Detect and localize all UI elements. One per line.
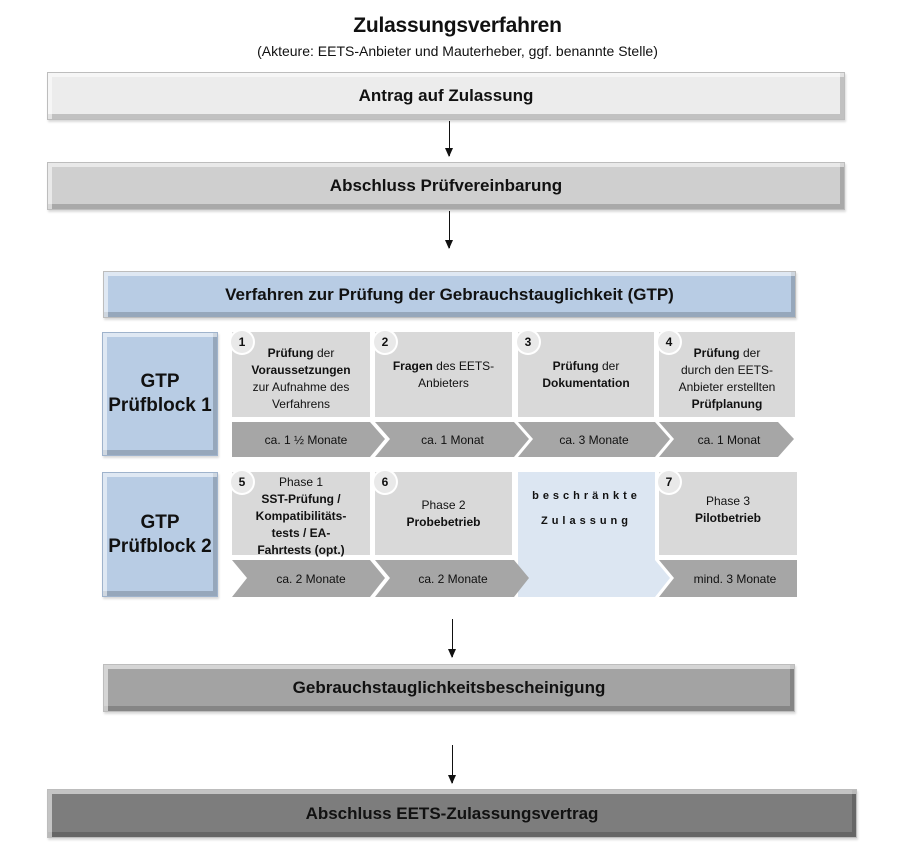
- duration-7: mind. 3 Monate: [693, 571, 777, 586]
- chevron-7: [659, 560, 797, 597]
- chevron-2: [375, 422, 529, 457]
- cell-2-bold1: Fragen: [392, 358, 433, 373]
- diagram-subtitle: (Akteure: EETS-Anbieter und Mauterheber,…: [257, 43, 658, 59]
- block-1-line1: GTP: [140, 371, 180, 392]
- cell-4: Prüfung der durch den EETS- Anbieter ers…: [659, 332, 795, 417]
- step-vertrag: Abschluss EETS-Zulassungsvertrag: [47, 789, 857, 838]
- block-1-chevron-row: [232, 422, 794, 457]
- cell-4-bold1: Prüfung: [693, 345, 740, 360]
- diagram-title: Zulassungsverfahren: [353, 14, 562, 37]
- restricted-line1: beschränkte: [532, 490, 641, 502]
- cell-5-bold2: Kompatibilitäts-: [255, 509, 347, 523]
- step-bescheinigung: Gebrauchstauglichkeitsbescheinigung: [103, 664, 795, 712]
- chevron-4: [659, 422, 794, 457]
- step-number-badge: 6: [374, 471, 396, 493]
- arrow-down-icon: [445, 211, 453, 249]
- step-antrag: Antrag auf Zulassung: [47, 72, 845, 120]
- cell-5: Phase 1 SST-Prüfung / Kompatibilitäts- t…: [232, 472, 370, 557]
- cell-4-bold2: Prüfplanung: [691, 396, 763, 411]
- cell-7-bold1: Pilotbetrieb: [694, 510, 761, 525]
- cell-7: Phase 3 Pilotbetrieb: [659, 472, 797, 555]
- step-number-badge: 4: [658, 331, 680, 353]
- duration-6: ca. 2 Monate: [418, 571, 488, 586]
- cell-2: Fragen des EETS- Anbieters: [375, 332, 512, 417]
- step-number-badge: 2: [374, 331, 396, 353]
- duration-4: ca. 1 Monat: [697, 432, 761, 447]
- cell-2-text1: des EETS-: [432, 358, 495, 373]
- step-number-badge: 7: [658, 471, 680, 493]
- cell-1-text2: zur Aufnahme des: [252, 379, 350, 394]
- cell-3-bold2: Dokumentation: [542, 375, 630, 390]
- step-bescheinigung-label: Gebrauchstauglichkeitsbescheinigung: [292, 678, 606, 697]
- chevron-1: [232, 422, 385, 457]
- chevron-restricted: [518, 560, 670, 597]
- step-pruefvereinbarung: Abschluss Prüfvereinbarung: [47, 162, 845, 210]
- cell-6: Phase 2 Probebetrieb: [375, 472, 512, 555]
- step-number-badge: 5: [231, 471, 253, 493]
- cell-5-bold1: SST-Prüfung /: [261, 492, 341, 506]
- duration-2: ca. 1 Monat: [421, 432, 484, 447]
- block-2-line1: GTP: [140, 511, 180, 533]
- step-vertrag-label: Abschluss EETS-Zulassungsvertrag: [305, 803, 599, 823]
- cell-5-text1: Phase 1: [278, 475, 324, 489]
- restricted-line2: Zulassung: [540, 515, 632, 527]
- step-number-badge: 3: [517, 331, 539, 353]
- cell-6-text1: Phase 2: [421, 497, 466, 512]
- block-1-label: GTP Prüfblock 1: [102, 332, 218, 456]
- cell-5-bold4: Fahrtests (opt.): [257, 543, 345, 557]
- block-2-chevron-row: [232, 560, 797, 597]
- cell-4-text1: der: [739, 345, 761, 360]
- cell-1-bold1: Prüfung: [267, 345, 314, 360]
- cell-6-bold1: Probebetrieb: [406, 514, 481, 529]
- cell-1: Prüfung der Voraussetzungen zur Aufnahme…: [232, 332, 370, 417]
- arrow-down-icon: [448, 745, 456, 784]
- arrow-down-icon: [445, 121, 453, 157]
- cell-4-text3: Anbieter erstellten: [678, 379, 776, 394]
- cell-3-text1: der: [598, 358, 620, 373]
- cell-1-bold2: Voraussetzungen: [251, 362, 351, 377]
- cell-7-text1: Phase 3: [705, 493, 751, 508]
- chevron-6: [375, 560, 529, 597]
- block-1-line2: Prüfblock 1: [108, 395, 212, 416]
- cell-3: Prüfung der Dokumentation: [518, 332, 654, 417]
- cell-2-text2: Anbieters: [418, 375, 469, 390]
- cell-4-text2: durch den EETS-: [680, 362, 774, 377]
- cell-1-text3: Verfahrens: [271, 396, 331, 411]
- cell-3-bold1: Prüfung: [552, 358, 599, 373]
- cell-1-text1: der: [313, 345, 335, 360]
- step-gtp-label: Verfahren zur Prüfung der Gebrauchstaugl…: [225, 284, 674, 304]
- step-antrag-label: Antrag auf Zulassung: [358, 86, 534, 105]
- step-gtp: Verfahren zur Prüfung der Gebrauchstaugl…: [103, 271, 796, 318]
- step-number-badge: 1: [231, 331, 253, 353]
- block-2-line2: Prüfblock 2: [108, 535, 212, 557]
- duration-5: ca. 2 Monate: [276, 571, 346, 586]
- step-pruefvereinbarung-label: Abschluss Prüfvereinbarung: [329, 176, 563, 195]
- arrow-down-icon: [448, 619, 456, 658]
- chevron-5: [232, 560, 385, 597]
- cell-5-bold3: tests / EA-: [271, 526, 331, 540]
- duration-1: ca. 1 ½ Monate: [264, 432, 348, 447]
- chevron-3: [518, 422, 670, 457]
- duration-3: ca. 3 Monate: [559, 432, 629, 447]
